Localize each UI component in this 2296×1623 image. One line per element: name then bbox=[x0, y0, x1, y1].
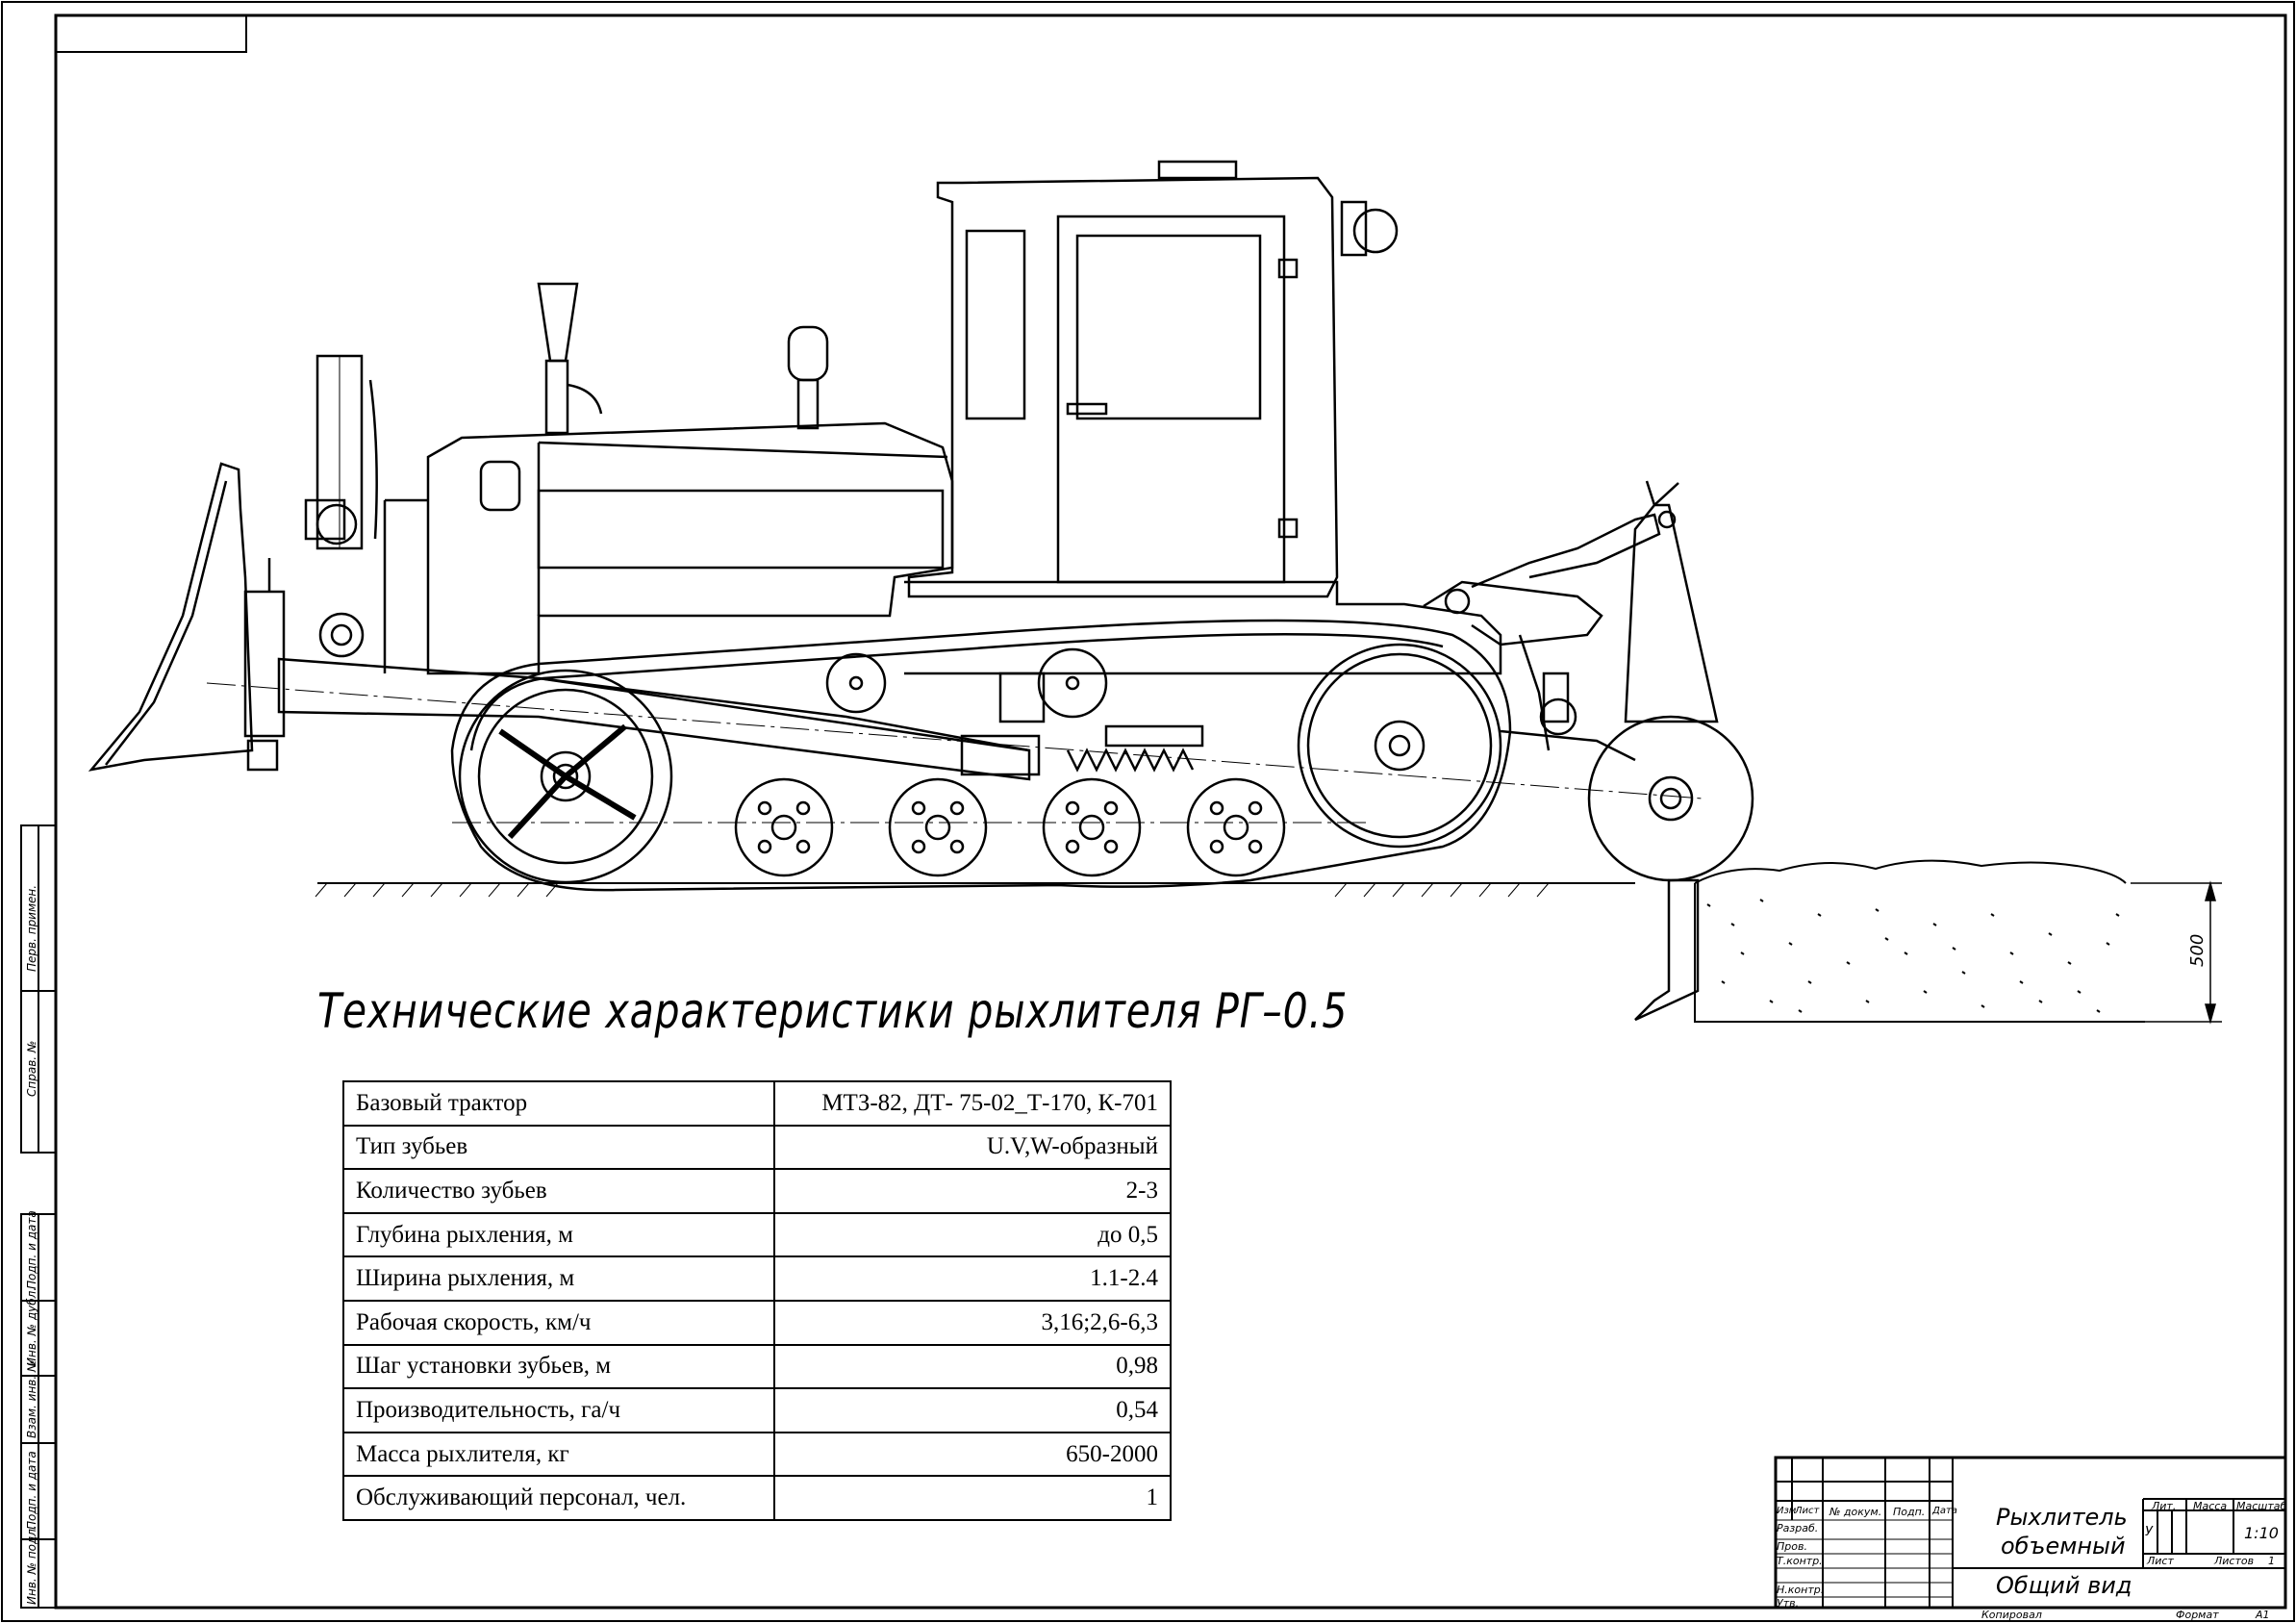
dozer-blade bbox=[88, 462, 254, 772]
side-label-replaced-inv: Взам. инв. № bbox=[25, 1359, 38, 1438]
tb-format-label: Формат bbox=[2176, 1609, 2219, 1621]
cab-door bbox=[1056, 215, 1286, 584]
param-cell: Количество зубьев bbox=[342, 1168, 775, 1214]
tb-role-checker: Пров. bbox=[1777, 1540, 1807, 1553]
ripper-hitch bbox=[1423, 580, 1603, 647]
tb-role-approver: Утв. bbox=[1777, 1597, 1800, 1610]
exhaust-pipe bbox=[537, 282, 579, 363]
value-cell: 1 bbox=[773, 1475, 1172, 1521]
inner-frame bbox=[54, 13, 2287, 1610]
param-cell: Масса рыхлителя, кг bbox=[342, 1431, 775, 1478]
tb-sheets-label: Листов bbox=[2214, 1555, 2255, 1567]
side-label-orig-inv: Инв. № подл. bbox=[25, 1525, 38, 1605]
tb-lit-label: Лит. bbox=[2152, 1500, 2177, 1512]
tb-format-value: А1 bbox=[2256, 1609, 2270, 1621]
value-cell: МТЗ-82, ДТ- 75-02_Т-170, К-701 bbox=[773, 1080, 1172, 1127]
tb-sheet-label: Лист bbox=[2147, 1555, 2174, 1567]
param-cell: Тип зубьев bbox=[342, 1124, 775, 1171]
side-label-sign-date-1: Подп. и дата bbox=[25, 1210, 38, 1289]
tb-col-izm: Изм bbox=[1777, 1506, 1797, 1516]
tb-product-name-2: объемный bbox=[2001, 1533, 2126, 1560]
tb-sheets-value: 1 bbox=[2268, 1555, 2275, 1567]
tb-scale-label: Масштаб bbox=[2236, 1500, 2287, 1512]
value-cell: 1.1-2.4 bbox=[773, 1255, 1172, 1302]
drawing-title: Технические характеристики рыхлителя РГ–… bbox=[317, 983, 1349, 1039]
air-filter bbox=[787, 325, 829, 382]
tb-view-name: Общий вид bbox=[1996, 1572, 2132, 1599]
tb-col-list: Лист bbox=[1795, 1506, 1820, 1516]
tb-col-date: Дата bbox=[1932, 1506, 1957, 1516]
side-label-dup-inv: Инв. № дубл. bbox=[25, 1286, 38, 1366]
tb-role-tcontrol: Т.контр. bbox=[1777, 1555, 1823, 1567]
side-label-first-use: Перв. примен. bbox=[25, 884, 38, 972]
param-cell: Производительность, га/ч bbox=[342, 1387, 775, 1433]
value-cell: 3,16;2,6-6,3 bbox=[773, 1299, 1172, 1346]
hydraulic-cylinder bbox=[1471, 513, 1661, 589]
tb-mass-label: Масса bbox=[2193, 1500, 2228, 1512]
side-stamp bbox=[20, 824, 57, 1609]
value-cell: 2-3 bbox=[773, 1168, 1172, 1214]
param-cell: Базовый трактор bbox=[342, 1080, 775, 1127]
value-cell: 650-2000 bbox=[773, 1431, 1172, 1478]
ripper-tooth bbox=[1634, 878, 1700, 1022]
support-roller bbox=[1037, 647, 1108, 719]
support-roller bbox=[825, 652, 887, 714]
drive-sprocket bbox=[458, 669, 673, 884]
value-cell: 0,54 bbox=[773, 1387, 1172, 1433]
param-cell: Глубина рыхления, м bbox=[342, 1211, 775, 1258]
param-cell: Рабочая скорость, км/ч bbox=[342, 1299, 775, 1346]
tb-lit-value: У bbox=[2145, 1525, 2153, 1539]
road-wheels bbox=[734, 777, 1286, 877]
cab bbox=[907, 176, 1339, 598]
idler-wheel bbox=[1297, 643, 1502, 849]
tractor-drawing bbox=[88, 160, 1754, 1022]
depth-dimension bbox=[2131, 880, 2222, 1025]
value-cell: 0,98 bbox=[773, 1343, 1172, 1390]
loosened-soil bbox=[1694, 859, 2145, 1023]
headlamp bbox=[1352, 208, 1399, 254]
param-cell: Обслуживающий персонал, чел. bbox=[342, 1475, 775, 1521]
tb-scale-value: 1:10 bbox=[2244, 1524, 2279, 1542]
tb-product-name-1: Рыхлитель bbox=[1996, 1504, 2128, 1531]
tb-role-ncontrol: Н.контр. bbox=[1777, 1584, 1825, 1596]
tb-copied-label: Копировал bbox=[1981, 1609, 2042, 1621]
cab-window-side bbox=[1075, 234, 1262, 420]
crawler-track bbox=[450, 619, 1512, 892]
param-cell: Шаг установки зубьев, м bbox=[342, 1343, 775, 1390]
tb-role-developer: Разраб. bbox=[1777, 1522, 1819, 1534]
tb-col-doc: № докум. bbox=[1829, 1506, 1882, 1518]
table-row: Обслуживающий персонал, чел.1 bbox=[342, 1475, 1172, 1521]
side-label-sign-date-2: Подп. и дата bbox=[25, 1451, 38, 1530]
suspension-spring bbox=[1066, 748, 1195, 773]
depth-dimension-label: 500 bbox=[2187, 934, 2208, 967]
tb-col-sign: Подп. bbox=[1893, 1506, 1926, 1518]
value-cell: U.V,W-образный bbox=[773, 1124, 1172, 1171]
ground-line bbox=[315, 882, 1635, 898]
side-label-reference: Справ. № bbox=[25, 1040, 38, 1097]
ripper-strut bbox=[1624, 503, 1719, 723]
value-cell: до 0,5 bbox=[773, 1211, 1172, 1258]
param-cell: Ширина рыхления, м bbox=[342, 1255, 775, 1302]
depth-wheel bbox=[1587, 715, 1754, 882]
corner-stamp bbox=[55, 14, 247, 53]
cab-window-front bbox=[965, 229, 1026, 420]
title-block bbox=[1774, 1456, 2287, 1610]
